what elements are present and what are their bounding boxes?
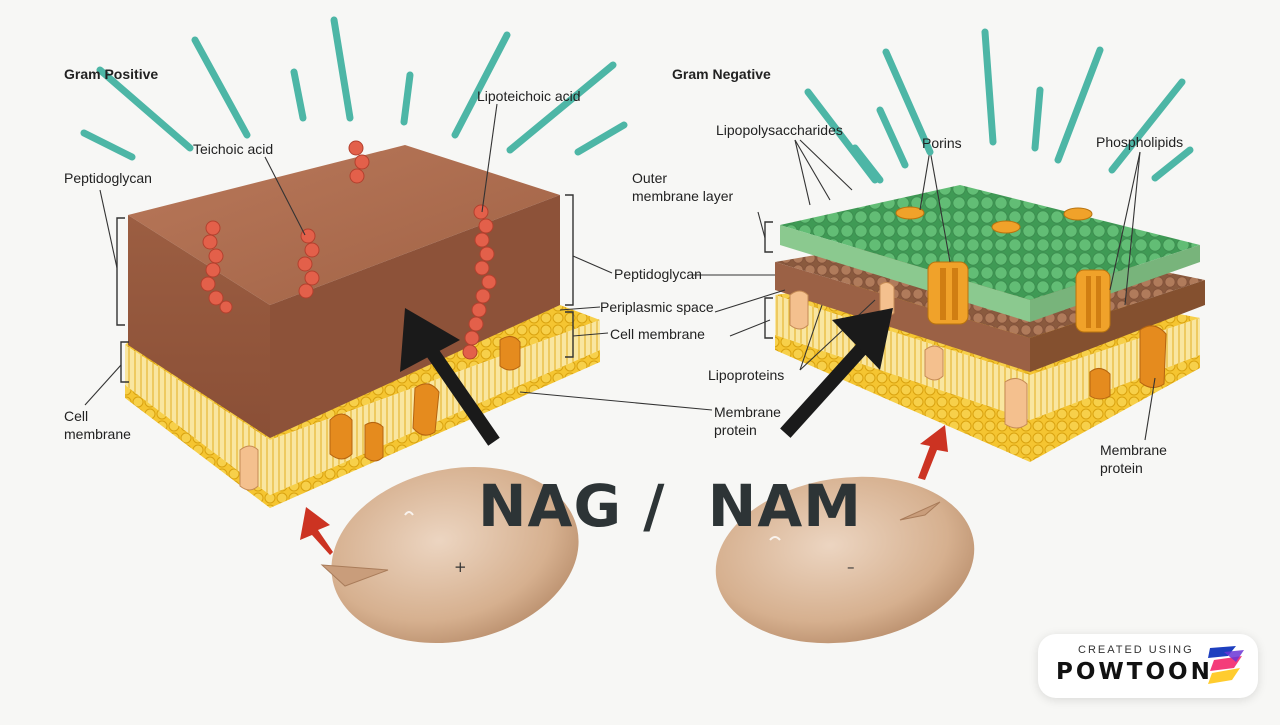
label-cell-membrane-line1: Cell [64,408,89,424]
label-membrane-protein-shared-line1: Membrane [714,404,781,420]
overlay-text-nag-nam: NAG / NAM [478,472,862,540]
teal-accent-strokes-right [804,28,1194,184]
label-cell-membrane-line2: membrane [64,426,131,442]
label-lipoteichoic-acid: Lipoteichoic acid [477,88,581,104]
label-outer-membrane-line2: membrane layer [632,188,734,204]
label-phospholipids: Phospholipids [1096,134,1184,150]
label-porins: Porins [922,135,962,151]
label-cell-membrane-shared: Cell membrane [610,326,705,342]
powtoon-logo-icon [1208,646,1244,684]
badge-brand-name: POWTOON [1056,659,1213,685]
teal-accent-strokes-left [80,16,628,161]
cell-charge-positive: + [454,558,467,576]
cell-charge-negative: – [847,558,855,576]
peptidoglycan-front [128,215,270,438]
badge-created-using: CREATED USING [1078,644,1194,656]
peptidoglycan-top [128,145,560,305]
black-arrow-right [780,308,893,438]
black-arrow-left [400,308,500,446]
teichoic-acid-chains [200,140,497,360]
gram-positive-diagram [84,103,713,508]
label-membrane-protein-right-line2: protein [1100,460,1143,476]
cell-gram-negative [715,425,975,644]
gram-negative-diagram [693,139,1205,462]
gram-negative-title: Gram Negative [672,66,771,82]
porin-shapes [927,261,1111,333]
label-membrane-protein-shared-line2: protein [714,422,757,438]
label-peptidoglycan-left: Peptidoglycan [64,170,152,186]
gram-positive-title: Gram Positive [64,66,159,82]
label-periplasmic-space: Periplasmic space [600,299,714,315]
label-membrane-protein-right-line1: Membrane [1100,442,1167,458]
label-teichoic-acid: Teichoic acid [193,141,274,157]
label-lipopolysaccharides: Lipopolysaccharides [716,122,843,138]
label-outer-membrane-line1: Outer [632,170,668,186]
label-peptidoglycan-shared: Peptidoglycan [614,266,702,282]
cell-gram-positive [300,466,579,644]
powtoon-badge[interactable]: CREATED USING POWTOON [1038,634,1258,698]
membrane-protein-shape [329,413,353,460]
label-lipoproteins: Lipoproteins [708,367,785,383]
